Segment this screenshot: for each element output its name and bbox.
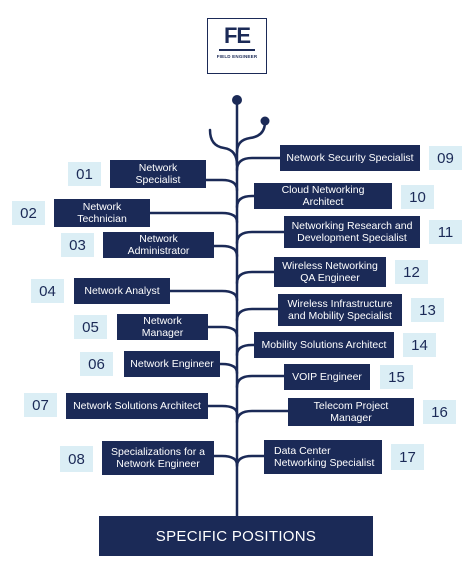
node-top [232,95,242,105]
position-box-network-security-specialist: Network Security Specialist [280,145,420,171]
node-twig-right [260,116,270,126]
item-number-14: 14 [403,333,436,357]
position-box-network-engineer: Network Engineer [124,351,220,377]
branch-11 [235,230,286,245]
branch-03 [212,244,239,258]
item-number-11: 11 [429,220,462,244]
item-number-09: 09 [429,146,462,170]
logo-mark: FE [223,23,251,48]
position-box-wireless-infrastructure-mobility: Wireless Infrastructure and Mobility Spe… [278,294,402,326]
position-box-network-manager: Network Manager [117,314,208,340]
position-box-network-specialist: Network Specialist [110,160,206,188]
logo-subtitle: FIELD ENGINEER [216,54,258,59]
item-number-08: 08 [60,446,93,472]
position-box-specializations: Specializations for a Network Engineer [102,441,214,475]
item-number-06: 06 [80,352,113,376]
position-box-network-solutions-architect: Network Solutions Architect [66,393,208,419]
branch-12 [235,270,276,285]
item-number-10: 10 [401,185,434,209]
position-box-network-administrator: Network Administrator [103,232,214,258]
branch-10 [235,194,256,209]
twig-left [208,128,239,167]
position-box-voip-engineer: VOIP Engineer [284,364,370,390]
item-number-04: 04 [31,279,64,303]
branch-04 [168,289,239,302]
branch-15 [235,374,286,389]
item-number-16: 16 [423,400,456,424]
branch-02 [148,211,239,224]
position-box-mobility-solutions-architect: Mobility Solutions Architect [254,332,394,358]
branch-01 [204,178,239,192]
item-number-12: 12 [395,260,428,284]
position-box-networking-research-development: Networking Research and Development Spec… [284,216,420,248]
position-box-cloud-networking-architect: Cloud Networking Architect [254,183,392,209]
branch-13 [235,307,280,322]
item-number-07: 07 [24,393,57,417]
item-number-17: 17 [391,444,424,470]
branch-09 [235,156,282,172]
position-box-wireless-networking-qa: Wireless Networking QA Engineer [274,257,386,287]
specific-positions-banner: SPECIFIC POSITIONS [99,516,373,556]
position-box-telecom-project-manager: Telecom Project Manager [288,398,414,426]
branch-08 [212,454,239,467]
item-number-13: 13 [411,298,444,322]
position-box-network-analyst: Network Analyst [74,278,170,304]
item-number-03: 03 [61,233,94,257]
item-number-01: 01 [68,162,101,186]
item-number-15: 15 [380,365,413,389]
branch-16 [235,409,290,424]
item-number-02: 02 [12,201,45,225]
branch-06 [218,362,239,375]
branch-05 [206,325,239,338]
branch-14 [235,343,256,357]
logo-rule [219,49,255,51]
item-number-05: 05 [74,315,107,339]
position-box-data-center-networking: Data Center Networking Specialist [264,440,382,474]
twig-right [235,120,267,154]
position-box-network-technician: Network Technician [54,199,150,227]
branch-17 [235,454,266,468]
field-engineer-logo: FE FIELD ENGINEER [207,18,267,74]
branch-07 [206,404,239,416]
